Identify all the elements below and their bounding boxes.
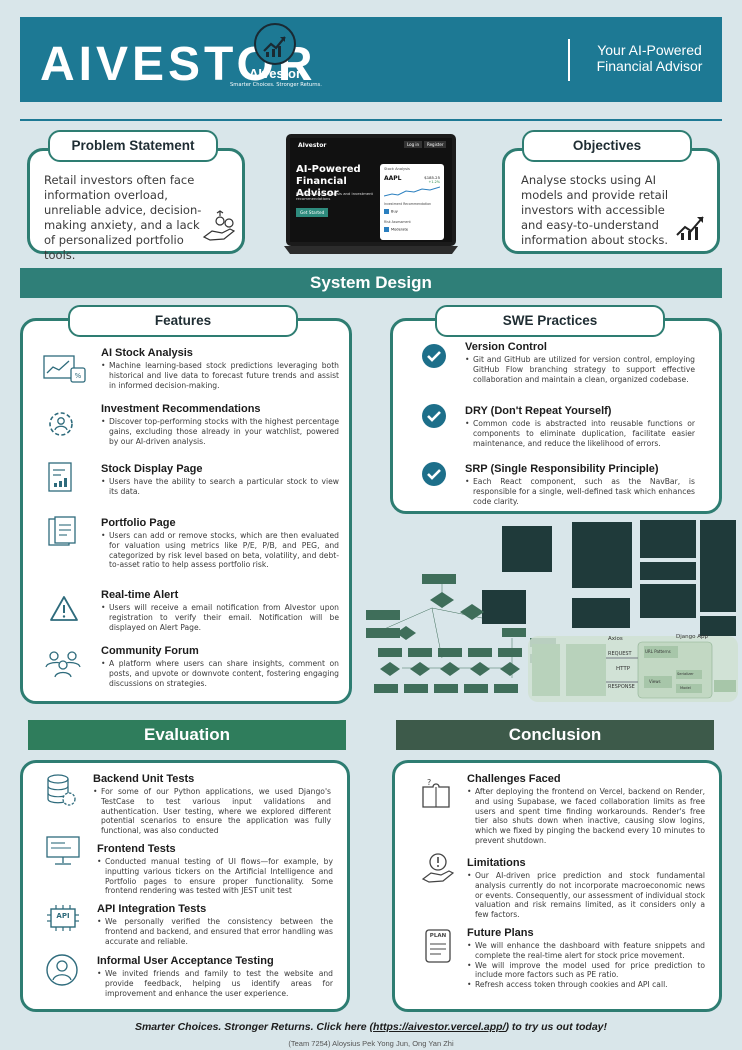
panel-ticker: AAPL bbox=[384, 175, 402, 182]
ai-analysis-icon: % bbox=[43, 355, 87, 389]
objectives-text: Analyse stocks using AI models and provi… bbox=[521, 173, 669, 247]
feature-item: AI Stock Analysis Machine learning-based… bbox=[101, 347, 339, 390]
panel-sparkline bbox=[384, 186, 440, 197]
swe-item: DRY (Don't Repeat Yourself) Common code … bbox=[465, 405, 695, 448]
alert-hand-icon bbox=[421, 851, 455, 889]
objectives-label: Objectives bbox=[522, 130, 692, 162]
laptop-login-button[interactable]: Log in bbox=[404, 141, 423, 148]
brand-logo: AIvestor Smarter Choices. Stronger Retur… bbox=[230, 23, 322, 101]
problem-card: Retail investors often face information … bbox=[27, 148, 245, 262]
chart-logo-icon bbox=[254, 23, 296, 65]
laptop-app-name: AIvestor bbox=[298, 142, 327, 149]
panel-rec-value: Buy bbox=[384, 209, 398, 214]
footer-cta: Smarter Choices. Stronger Returns. Click… bbox=[134, 1021, 608, 1033]
laptop-cta-button[interactable]: Get Started bbox=[296, 208, 329, 217]
conclusion-item: Challenges Faced After deploying the fro… bbox=[467, 773, 705, 846]
evaluation-item: Frontend Tests Conducted manual testing … bbox=[97, 843, 333, 896]
check-circle-icon bbox=[421, 461, 447, 491]
database-gear-icon bbox=[45, 773, 77, 811]
django-app-label: Django App bbox=[676, 634, 708, 640]
conclusion-item: Future Plans We will enhance the dashboa… bbox=[467, 927, 705, 990]
feature-item: Investment Recommendations Discover top-… bbox=[101, 403, 339, 446]
laptop-register-button[interactable]: Register bbox=[424, 141, 447, 148]
check-circle-icon bbox=[421, 403, 447, 433]
monitor-icon bbox=[45, 835, 81, 871]
swe-item: Version Control Git and GitHub are utili… bbox=[465, 341, 695, 384]
system-design-band: System Design bbox=[20, 268, 722, 298]
http-label: HTTP bbox=[616, 666, 631, 672]
panel-price: $185.25 bbox=[424, 175, 440, 180]
api-icon-text: API bbox=[56, 912, 70, 920]
laptop-panel: Stock Analysis AAPL $185.25 +1.2% Invest… bbox=[380, 164, 444, 240]
logo-tagline: Smarter Choices. Stronger Returns. bbox=[230, 82, 322, 88]
laptop-headline: AI-Powered Financial Advisor bbox=[296, 164, 361, 199]
feature-item: Stock Display Page Users have the abilit… bbox=[101, 463, 339, 497]
request-label: REQUEST bbox=[608, 651, 632, 657]
panel-title: Stock Analysis bbox=[384, 167, 410, 171]
conclusion-card: ? Challenges Faced After deploying the f… bbox=[392, 760, 722, 1012]
url-patterns-label: URL Patterns bbox=[645, 649, 671, 654]
stock-report-icon bbox=[47, 461, 77, 499]
feature-item: Portfolio Page Users can add or remove s… bbox=[101, 517, 339, 570]
plan-icon-text: PLAN bbox=[429, 933, 447, 939]
response-label: RESPONSE bbox=[608, 684, 635, 690]
team-credit: (Team 7254) Aloysius Pek Yong Jun, Ong Y… bbox=[288, 1039, 454, 1048]
puzzle-question-icon: ? bbox=[419, 777, 453, 815]
logo-name: AIvestor bbox=[248, 66, 302, 81]
evaluation-item: Informal User Acceptance Testing We invi… bbox=[97, 955, 333, 998]
views-label: Views bbox=[649, 679, 661, 684]
swe-label: SWE Practices bbox=[435, 305, 665, 337]
panel-change: +1.2% bbox=[428, 180, 440, 184]
stock-chart-icon bbox=[675, 211, 707, 245]
user-avatar-icon bbox=[45, 953, 79, 991]
conclusion-item: Limitations Our AI-driven price predicti… bbox=[467, 857, 705, 920]
conclusion-band: Conclusion bbox=[396, 720, 714, 750]
header-banner: AIVESTOR AIvestor Smarter Choices. Stron… bbox=[20, 17, 722, 102]
portfolio-folder-icon bbox=[45, 515, 79, 553]
panel-risk-value: Moderate bbox=[384, 227, 408, 232]
problem-text: Retail investors often face information … bbox=[44, 173, 202, 262]
model-label: Model bbox=[680, 686, 691, 690]
feature-item: Real-time Alert Users will receive a ema… bbox=[101, 589, 339, 632]
panel-rec-title: Investment Recommendation bbox=[384, 202, 432, 206]
evaluation-band: Evaluation bbox=[28, 720, 346, 750]
feature-item: Community Forum A platform where users c… bbox=[101, 645, 339, 688]
community-icon bbox=[45, 647, 81, 683]
svg-text:%: % bbox=[75, 372, 82, 380]
header-rule bbox=[20, 119, 722, 121]
laptop-subtext: Real-time stock analysis and investment … bbox=[296, 191, 373, 201]
architecture-diagram: Axios REQUEST HTTP RESPONSE Django App U… bbox=[362, 518, 738, 704]
swe-item: SRP (Single Responsibility Principle) Ea… bbox=[465, 463, 695, 506]
laptop-mockup: AIvestor Log in Register AI-Powered Fina… bbox=[284, 134, 458, 256]
evaluation-card: Backend Unit Tests For some of our Pytho… bbox=[20, 760, 350, 1012]
header-tagline: Your AI-Powered Financial Advisor bbox=[596, 42, 703, 74]
panel-risk-title: Risk Assessment bbox=[384, 220, 411, 224]
plan-scroll-icon: PLAN bbox=[423, 927, 453, 969]
swe-card: Version Control Git and GitHub are utili… bbox=[390, 318, 722, 514]
header-divider bbox=[568, 39, 570, 81]
svg-text:?: ? bbox=[427, 778, 431, 787]
features-label: Features bbox=[68, 305, 298, 337]
money-hand-icon bbox=[202, 209, 238, 247]
problem-label: Problem Statement bbox=[48, 130, 218, 162]
check-circle-icon bbox=[421, 343, 447, 373]
features-card: % AI Stock Analysis Machine learning-bas… bbox=[20, 318, 352, 704]
gear-person-icon bbox=[45, 407, 77, 445]
warning-icon bbox=[49, 595, 79, 627]
evaluation-item: API Integration Tests We personally veri… bbox=[97, 903, 333, 946]
axios-label: Axios bbox=[608, 636, 623, 642]
objectives-card: Analyse stocks using AI models and provi… bbox=[502, 148, 720, 254]
evaluation-item: Backend Unit Tests For some of our Pytho… bbox=[93, 773, 331, 836]
api-chip-icon: API bbox=[45, 903, 81, 937]
serializer-label: Serializer bbox=[677, 672, 694, 676]
website-link[interactable]: https://aivestor.vercel.app/ bbox=[373, 1021, 506, 1033]
